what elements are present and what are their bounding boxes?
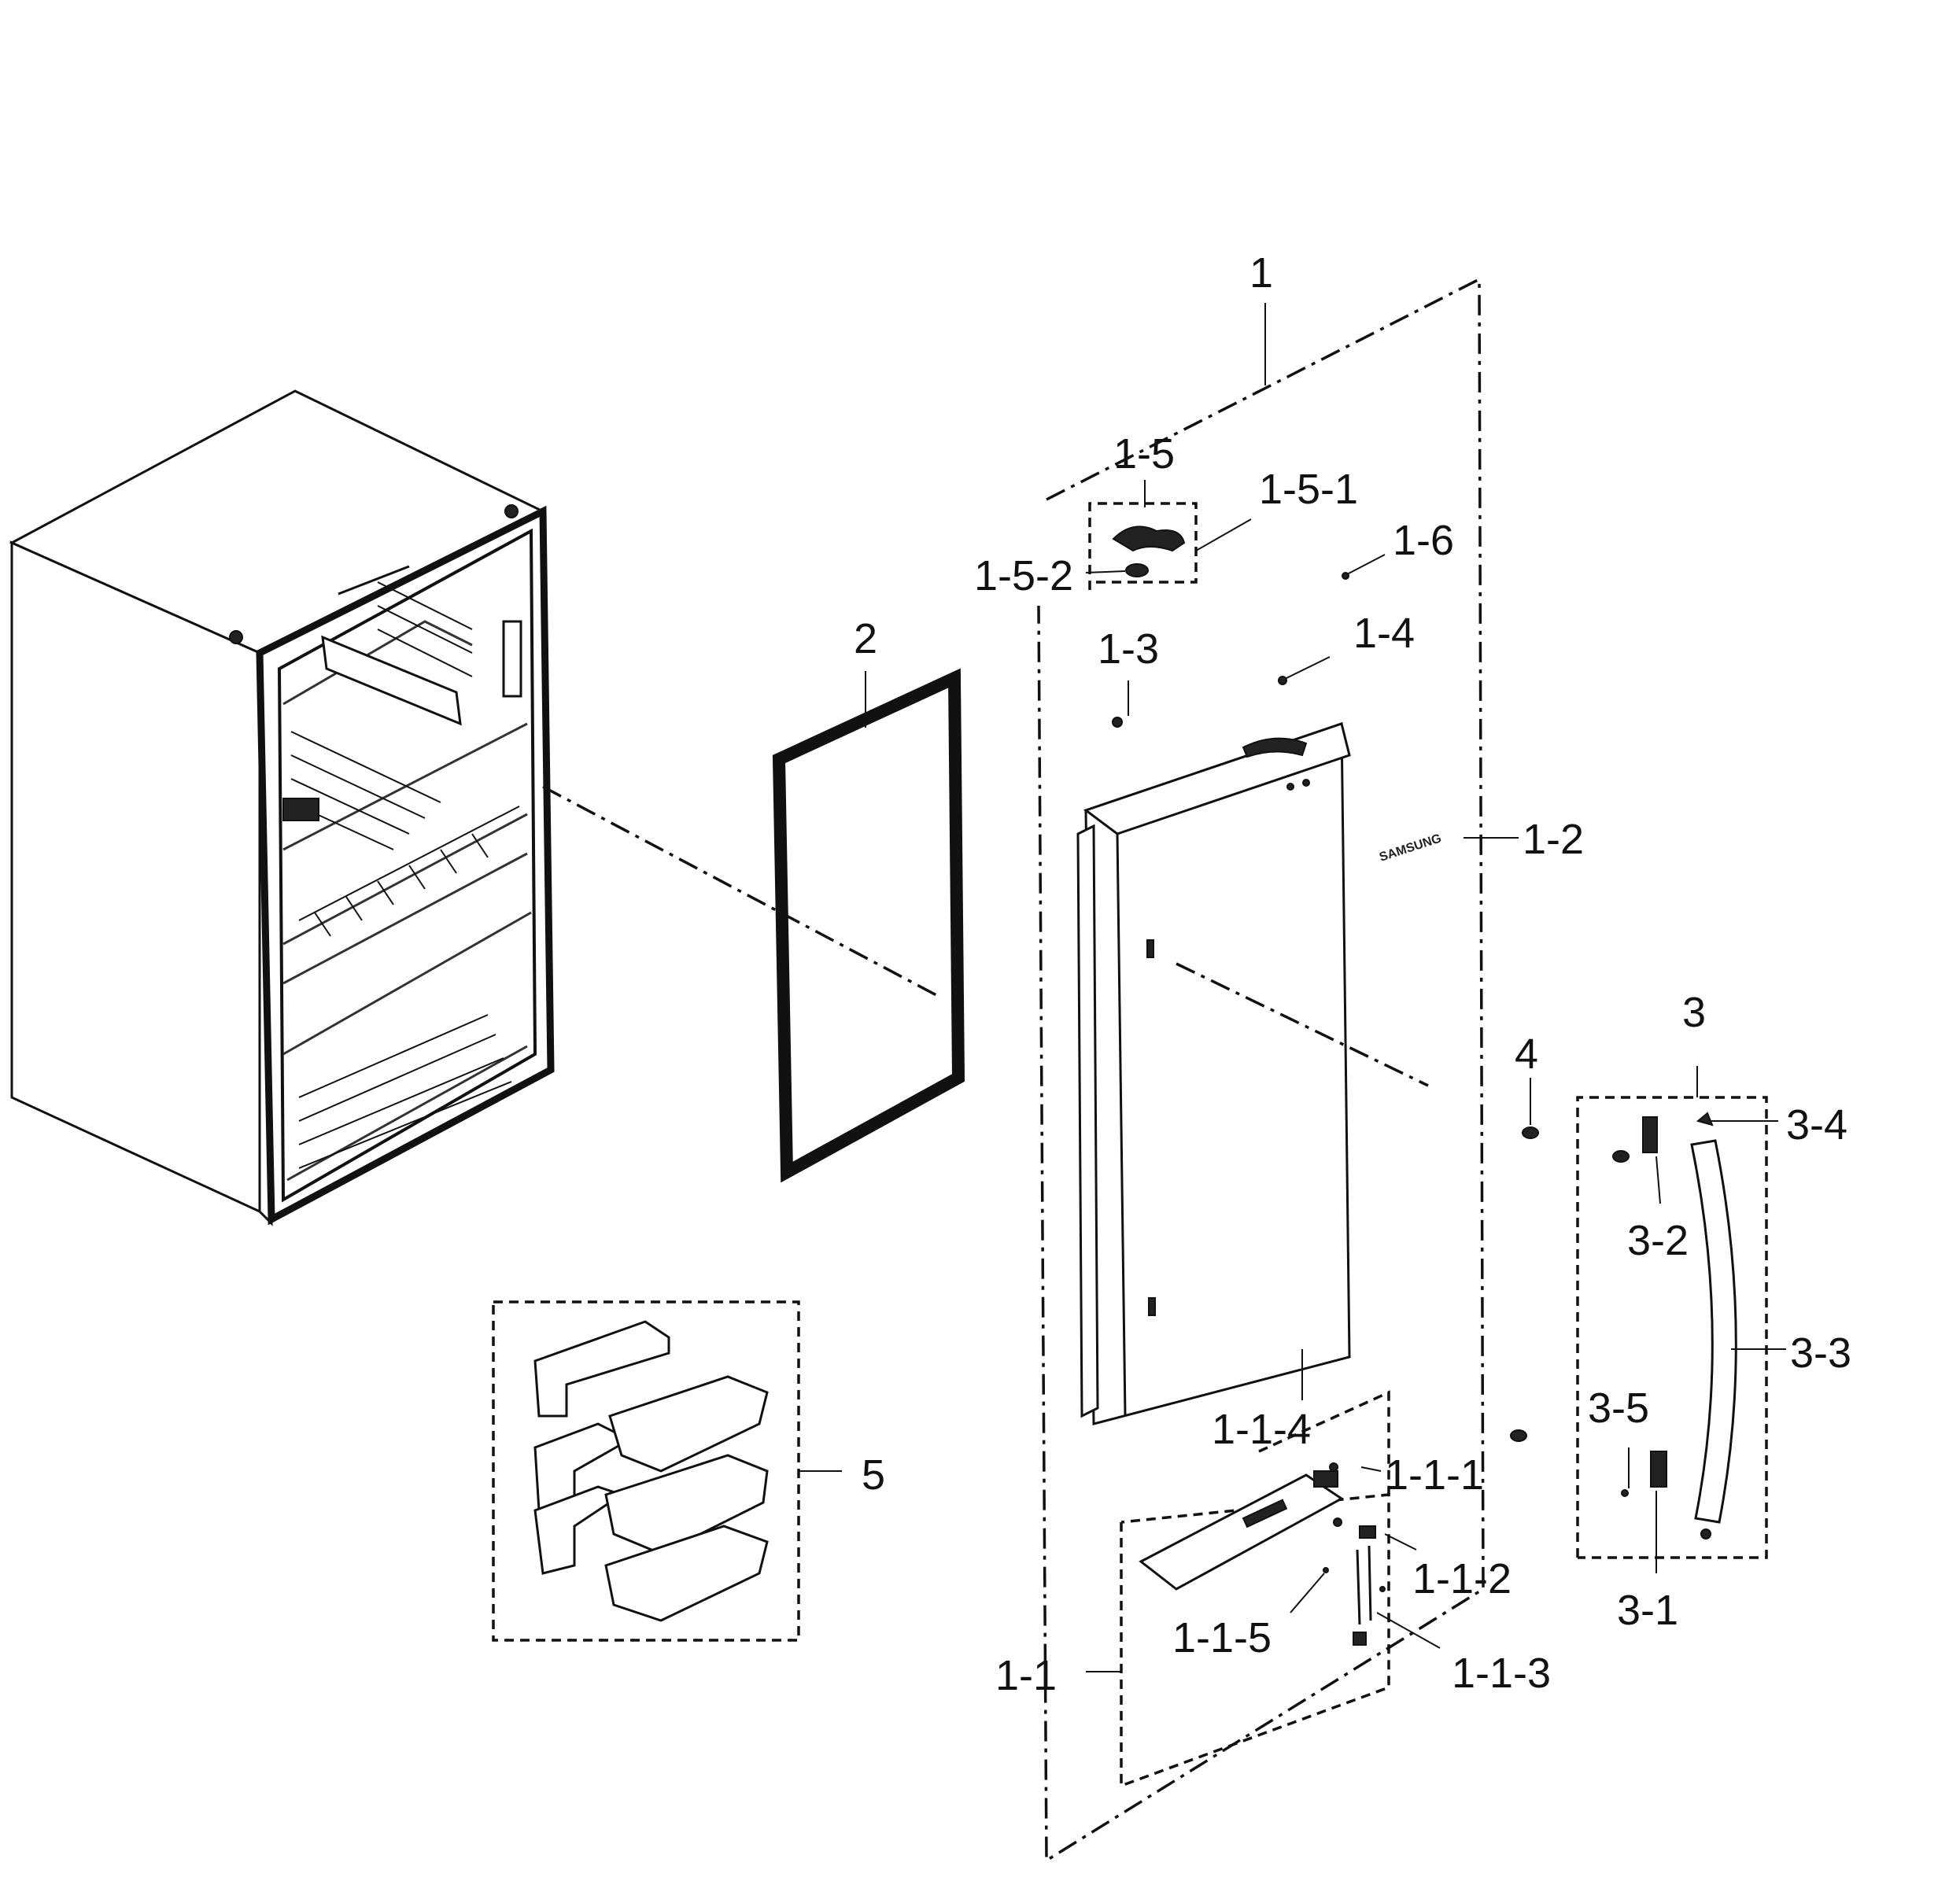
door-center-leader [1176, 962, 1429, 1087]
handle-mount-screw-lower [1510, 1429, 1527, 1442]
label-3-4: 3-4 [1786, 1101, 1847, 1149]
label-1-5: 1-5 [1113, 430, 1175, 478]
label-2: 2 [854, 615, 877, 662]
hinge-group [1088, 502, 1198, 590]
door-bins-group [492, 1300, 800, 1642]
handle-mount-screw [1522, 1127, 1539, 1139]
label-1-6: 1-6 [1393, 517, 1454, 564]
refrigerator-cabinet [9, 389, 555, 1226]
label-3-1: 3-1 [1617, 1587, 1678, 1634]
label-3: 3 [1682, 989, 1706, 1036]
brand-badge: SAMSUNG [1378, 832, 1443, 864]
label-5: 5 [862, 1451, 885, 1499]
label-1-3: 1-3 [1098, 625, 1159, 673]
label-4: 4 [1515, 1031, 1538, 1078]
door-gasket [772, 668, 965, 1183]
label-1: 1 [1249, 249, 1273, 297]
label-1-1-1: 1-1-1 [1385, 1451, 1484, 1499]
label-3-5: 3-5 [1588, 1385, 1649, 1432]
label-1-1-4: 1-1-4 [1212, 1406, 1311, 1453]
label-1-5-1: 1-5-1 [1259, 466, 1358, 513]
label-1-2: 1-2 [1523, 816, 1584, 863]
handle-group [1576, 1096, 1768, 1559]
screw-1-3 [1112, 717, 1123, 728]
label-1-4: 1-4 [1353, 610, 1415, 657]
door-assembly-box [1037, 277, 1485, 1864]
callout-labels: 1 1-5 1-5-1 1-5-2 1-6 1-3 1-4 1-2 2 3 3-… [854, 249, 1851, 1699]
door-cap-assembly [1120, 1390, 1390, 1788]
label-1-1-2: 1-1-2 [1412, 1555, 1512, 1602]
label-1-1-3: 1-1-3 [1452, 1650, 1551, 1697]
door-panel: SAMSUNG [1076, 721, 1443, 1425]
label-1-1-5: 1-1-5 [1172, 1614, 1272, 1661]
screw-1-4 [1278, 676, 1287, 685]
label-3-2: 3-2 [1627, 1217, 1689, 1264]
leader-lines [799, 303, 1786, 1672]
label-1-5-2: 1-5-2 [974, 552, 1073, 599]
gasket-leader [542, 785, 937, 997]
label-1-1: 1-1 [995, 1652, 1057, 1699]
label-3-3: 3-3 [1790, 1329, 1851, 1377]
